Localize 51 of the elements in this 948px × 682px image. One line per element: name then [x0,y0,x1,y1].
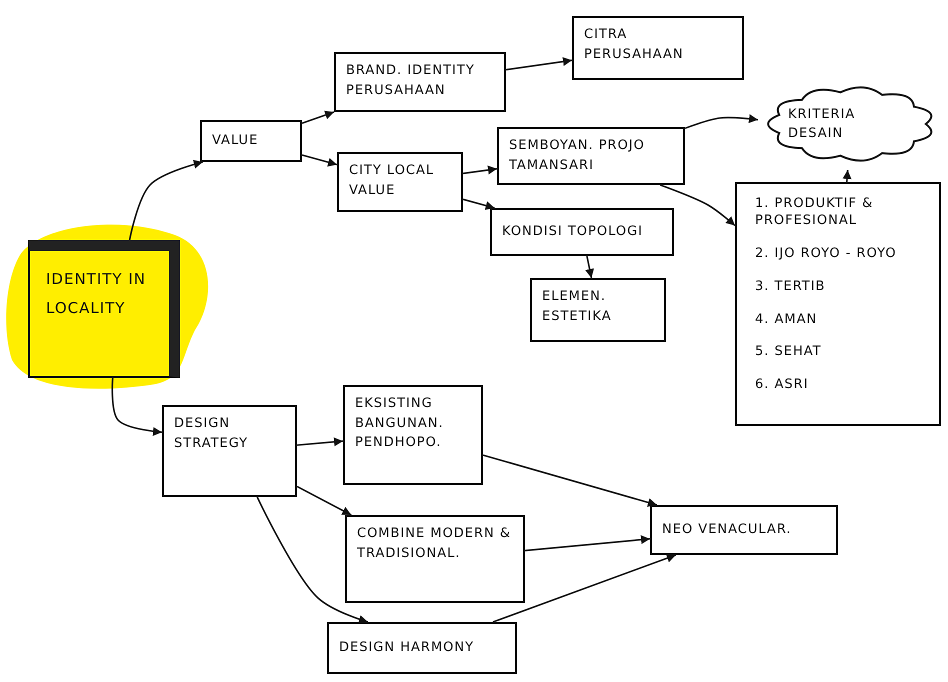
node-text: NEO VENACULAR. [662,521,792,540]
process-box [530,278,666,342]
arrow [256,496,368,624]
arrow [462,166,498,174]
process-box [572,16,744,80]
arrow [842,170,852,182]
arrow [506,57,572,70]
process-box [162,405,297,497]
arrow [482,454,658,507]
arrow [524,535,650,552]
node-text: ELEMEN. ESTETIKA [542,288,613,326]
arrow [585,256,594,278]
node-text: DESIGN STRATEGY [174,415,250,452]
node-text: CITY LOCAL VALUE [349,162,436,200]
process-box [327,622,517,674]
arrow [112,378,162,436]
list-item: 6. ASRI [755,377,810,394]
arrow [684,114,758,130]
list-item: 4. AMAN [755,312,818,328]
node-text: KRITERIA DESAIN [788,106,856,143]
list-box [735,182,941,426]
list-item: 2. IJO ROYO - ROYO [755,246,898,263]
node-text: SEMBOYAN. PROJO TAMANSARI [509,137,646,174]
process-box [490,208,674,256]
highlighted-box [28,240,180,378]
process-box [337,152,463,212]
node-text: BRAND. IDENTITY PERUSAHAAN [346,62,476,100]
process-box [497,127,685,185]
process-box [345,515,525,603]
arrow [296,486,352,516]
arrow [302,154,338,167]
node-text: COMBINE MODERN & TRADISIONAL. [357,525,512,562]
process-box [200,120,302,162]
arrow [296,437,344,446]
node-text: EKSISTING BANGUNAN. PENDHOPO. [355,395,445,452]
process-box [650,505,838,555]
process-box [343,385,483,485]
arrow [492,554,676,623]
arrow [302,110,334,124]
node-text: IDENTITY IN LOCALITY [46,269,147,318]
process-box [334,52,506,112]
list-item: 1. PRODUKTIF & PROFESIONAL [755,196,874,230]
list-item: 3. TERTIB [755,278,826,296]
arrow [660,184,736,226]
node-text: CITRA PERUSAHAAN [584,26,685,64]
node-text: KONDISI TOPOLOGI [502,223,643,242]
node-text: DESIGN HARMONY [339,639,474,658]
arrow [462,198,495,210]
arrow [128,160,203,240]
list-item: 5. SEHAT [755,344,823,362]
node-text: VALUE [212,132,258,150]
